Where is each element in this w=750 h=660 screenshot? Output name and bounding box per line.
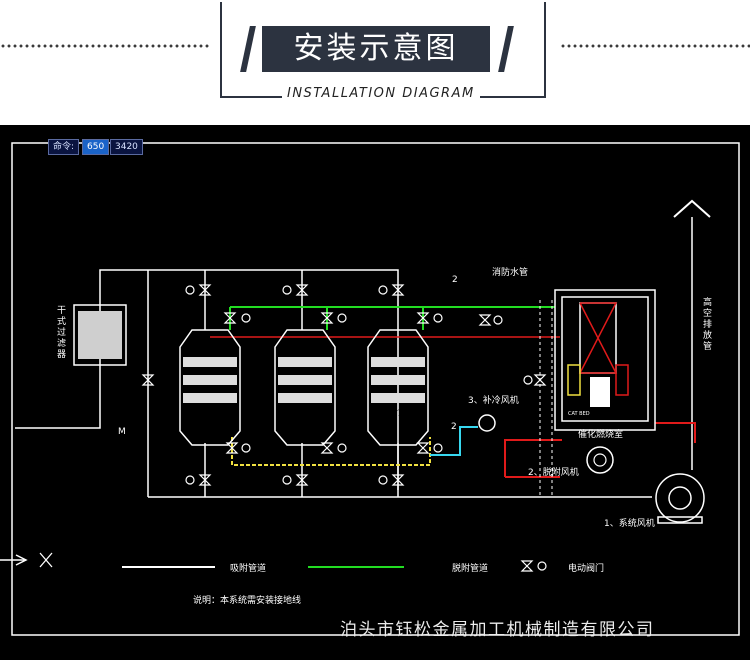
exhaust-arrow-icon xyxy=(673,199,711,218)
valve-label-m: M xyxy=(118,427,126,437)
legend-desorption-label: 脱附管道 xyxy=(452,564,489,574)
left-heater xyxy=(567,364,581,396)
combustion-chamber-inner xyxy=(561,296,649,422)
process-diagram: CAT BED xyxy=(0,142,740,636)
company-name: 泊头市钰松金属加工机械制造有限公司 xyxy=(340,620,655,640)
dry-filter-label: 干式过滤器 xyxy=(55,305,65,360)
header: 安装示意图 INSTALLATION DIAGRAM xyxy=(0,0,750,125)
catalyst-cross xyxy=(578,302,618,374)
dry-filter-media xyxy=(78,311,122,359)
note-text: 说明：本系统需安装接地线 xyxy=(193,596,302,606)
outer-frame xyxy=(11,142,740,636)
cooling-fan-label: 3、补冷风机 xyxy=(468,396,519,406)
probe-label: 2 xyxy=(451,422,457,432)
cad-command-value-2[interactable]: 3420 xyxy=(110,139,143,155)
heat-exchanger-block xyxy=(590,377,610,407)
probe-label-top: 2 xyxy=(452,275,458,285)
cad-command-value-1[interactable]: 650 xyxy=(82,139,110,155)
adsorption-intake-pipe xyxy=(15,269,399,490)
desorption-fan-label: 2、脱附风机 xyxy=(528,468,579,478)
fire-water-pipe-label: 消防水管 xyxy=(492,268,529,278)
right-heater xyxy=(615,364,629,396)
exhaust-pipe-label: 高空排放管 xyxy=(701,297,711,352)
yellow-dashed-line xyxy=(231,437,431,466)
adsorber-b-label: 吸附室B xyxy=(289,408,319,417)
legend-valve-label: 电动阀门 xyxy=(568,564,605,574)
axis-cross-icon xyxy=(39,552,53,568)
adsorber-a-label: 吸附室A xyxy=(194,408,224,417)
right-dotted-rule xyxy=(560,44,750,48)
legend-valve-icon xyxy=(520,560,534,572)
valve-icons xyxy=(141,284,547,486)
page-subtitle: INSTALLATION DIAGRAM xyxy=(282,86,480,101)
adsorber-c xyxy=(367,329,429,446)
cat-bed-text: CAT BED xyxy=(568,411,590,417)
hot-exit-line xyxy=(655,422,696,443)
left-dotted-rule xyxy=(0,44,210,48)
system-fan-icon xyxy=(655,473,705,523)
combustion-chamber-outer xyxy=(554,289,656,431)
combustion-chamber-label: 催化燃烧室 xyxy=(578,430,624,440)
diagram-panel: CAT BED xyxy=(0,125,750,660)
desorption-fan-icon xyxy=(586,446,614,474)
cooling-air-line xyxy=(430,426,478,456)
adsorber-b xyxy=(274,329,336,446)
legend-adsorption-label: 吸附管道 xyxy=(230,564,267,574)
cad-command-label: 命令: xyxy=(48,139,80,155)
adsorber-a xyxy=(179,329,241,446)
page-title: 安装示意图 xyxy=(262,26,490,72)
desorption-return-line xyxy=(504,439,562,477)
dry-filter-box xyxy=(73,304,127,366)
cooling-fan-icon xyxy=(478,414,496,432)
adsorber-c-label: 吸附室C xyxy=(382,408,412,417)
system-fan-label: 1、系统风机 xyxy=(604,519,655,529)
